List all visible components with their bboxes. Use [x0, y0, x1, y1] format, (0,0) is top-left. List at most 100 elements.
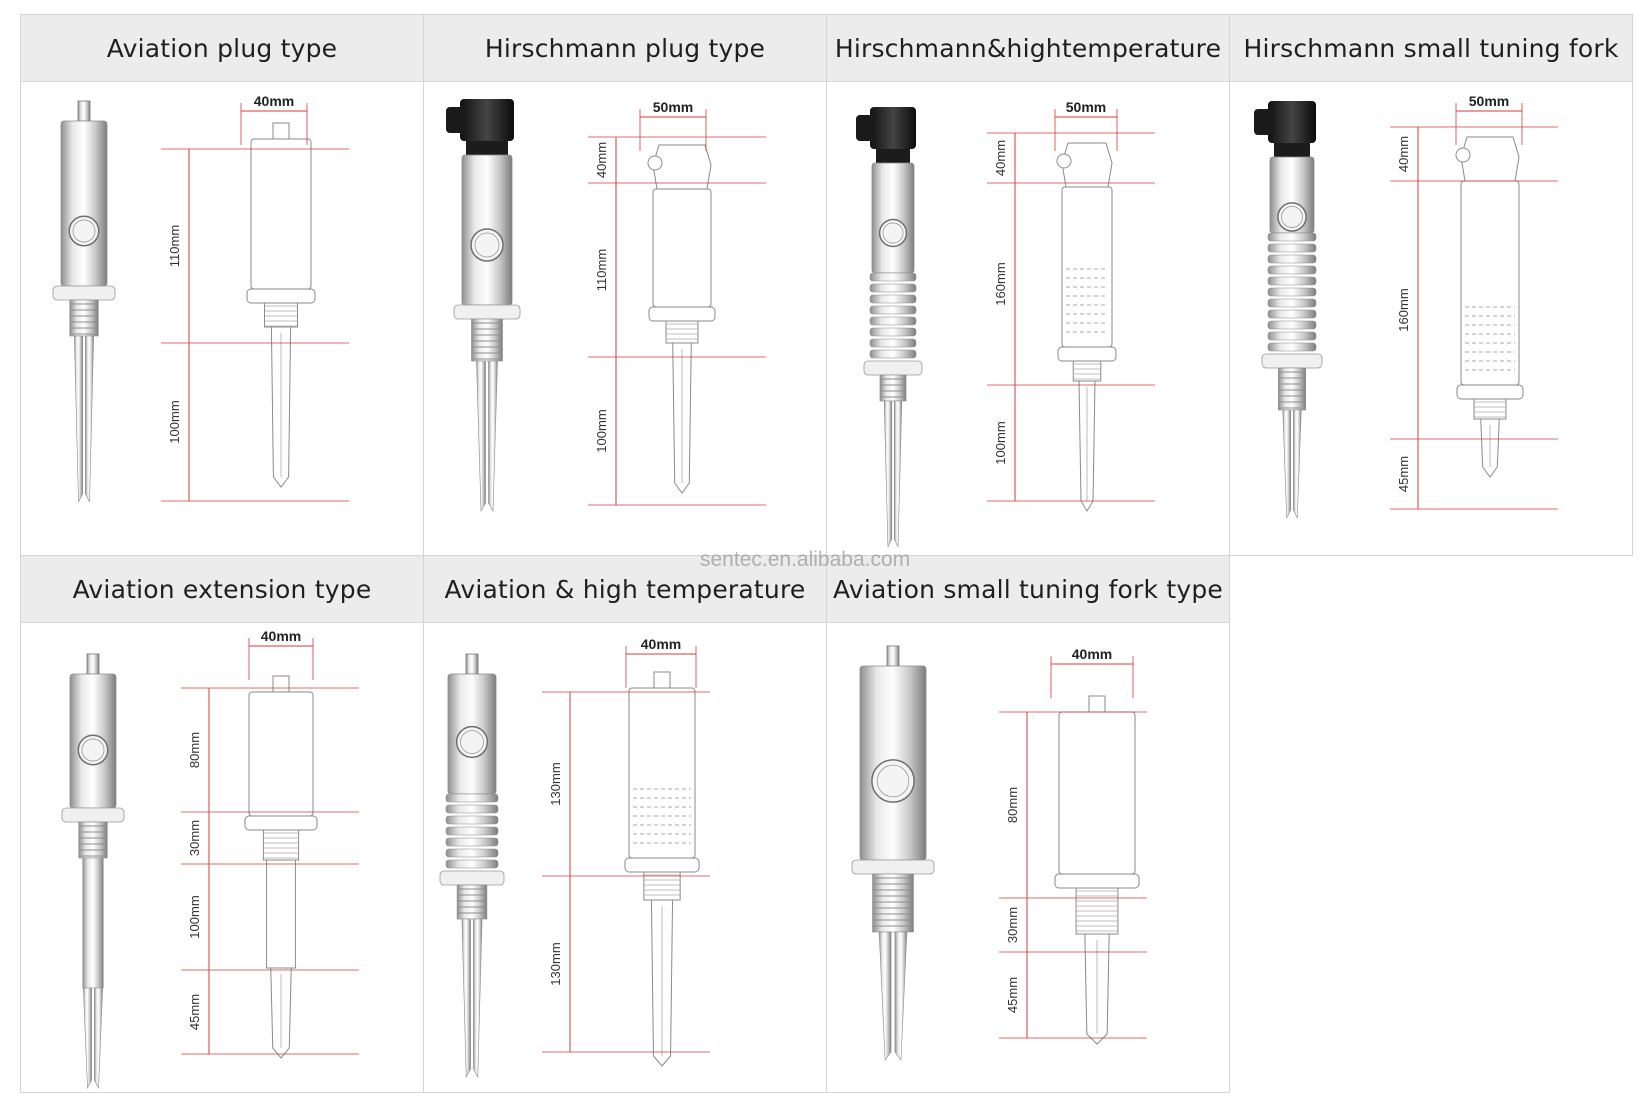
- fork-tine: [94, 987, 103, 1090]
- hex-outline: [624, 857, 700, 873]
- cooling-fin: [869, 338, 917, 348]
- watermark: sentec.en.alibaba.com: [700, 548, 911, 571]
- cooling-fin: [869, 283, 917, 293]
- connector-outline: [272, 675, 290, 693]
- cooling-fin: [445, 826, 499, 836]
- segment-label: 160mm: [993, 262, 1008, 305]
- width-label: 40mm: [261, 628, 301, 644]
- sensor-drawing: [244, 675, 318, 1059]
- seal-badge: [1277, 202, 1307, 232]
- segment-label: 110mm: [167, 225, 182, 267]
- cooling-fin: [445, 804, 499, 814]
- hirschmann-plug: [460, 99, 514, 141]
- sensor-photo: [52, 100, 116, 503]
- hex-outline: [1054, 873, 1140, 889]
- cooling-fin: [1267, 298, 1317, 308]
- seal-ring: [882, 222, 904, 244]
- cooling-fin: [1267, 320, 1317, 330]
- gland-outline: [1455, 147, 1471, 163]
- plug-outline: [1460, 136, 1520, 182]
- connector-pin: [886, 645, 900, 667]
- segment-label: 40mm: [993, 140, 1008, 176]
- seal-ring: [81, 738, 105, 762]
- plug-base: [876, 149, 910, 163]
- sensor-drawing: [647, 144, 716, 494]
- connector-pin: [86, 653, 100, 675]
- sensor-photo: [851, 645, 935, 1061]
- cooling-fin: [1267, 342, 1317, 352]
- hex-outline: [1456, 384, 1524, 400]
- cooling-fin: [1267, 309, 1317, 319]
- seal-badge: [470, 228, 504, 262]
- product-title: Hirschmann&hightemperature: [827, 15, 1229, 82]
- thread: [471, 318, 503, 362]
- seal-badge: [871, 759, 915, 803]
- cooling-fin: [445, 793, 499, 803]
- connector-outline: [653, 671, 671, 689]
- product-title: Hirschmann small tuning fork: [1230, 15, 1632, 82]
- cable-gland: [446, 107, 464, 133]
- segment-label: 110mm: [594, 249, 609, 291]
- connector-pin: [77, 100, 91, 122]
- segment-label: 80mm: [187, 732, 202, 768]
- width-label: 40mm: [254, 93, 294, 109]
- cooling-fin: [869, 272, 917, 282]
- seal-badge: [68, 215, 100, 247]
- hex-nut: [851, 859, 935, 875]
- cooling-fin: [1267, 265, 1317, 275]
- width-label: 50mm: [1469, 93, 1509, 109]
- width-label: 40mm: [641, 636, 681, 652]
- segment-label: 160mm: [1396, 288, 1411, 331]
- fork-tine: [1293, 409, 1302, 519]
- sensor-drawing: [1455, 136, 1524, 478]
- fork-tine: [894, 931, 908, 1061]
- thread-outline: [264, 302, 298, 328]
- thread: [1278, 367, 1306, 411]
- sensor-drawing: [624, 671, 700, 1067]
- cooling-fin: [869, 327, 917, 337]
- fork-tine: [473, 918, 483, 1079]
- fork-tine: [85, 335, 94, 503]
- thread: [78, 821, 108, 859]
- segment-label: 40mm: [594, 142, 609, 178]
- segment-label: 30mm: [187, 820, 202, 856]
- cooling-fin: [1267, 243, 1317, 253]
- product-title: Aviation small tuning fork type: [827, 556, 1229, 623]
- segment-label: 45mm: [1005, 977, 1020, 1013]
- thread-outline: [262, 829, 300, 861]
- product-title: Hirschmann plug type: [424, 15, 826, 82]
- sensor-drawing: [1054, 695, 1140, 1045]
- connector-pin: [465, 653, 479, 675]
- cooling-fin: [1267, 276, 1317, 286]
- cooling-fin: [869, 316, 917, 326]
- sensor-photo: [856, 107, 923, 548]
- thread: [69, 299, 99, 337]
- plug-base: [466, 141, 508, 155]
- hex-outline: [648, 306, 716, 322]
- plug-base: [1274, 143, 1310, 157]
- sensor-photo: [446, 99, 521, 513]
- fork-tine: [83, 987, 92, 1090]
- extension-tube: [82, 857, 104, 989]
- product-title: Aviation extension type: [21, 556, 423, 623]
- extension-outline: [266, 859, 296, 969]
- body-outline: [628, 687, 696, 859]
- width-label: 40mm: [1072, 646, 1112, 662]
- body-outline: [250, 138, 312, 290]
- hex-nut: [1261, 353, 1323, 369]
- fork-tine: [74, 335, 83, 503]
- segment-label: 40mm: [1396, 136, 1411, 172]
- fork-tine: [1282, 409, 1291, 519]
- cooling-fin: [1267, 331, 1317, 341]
